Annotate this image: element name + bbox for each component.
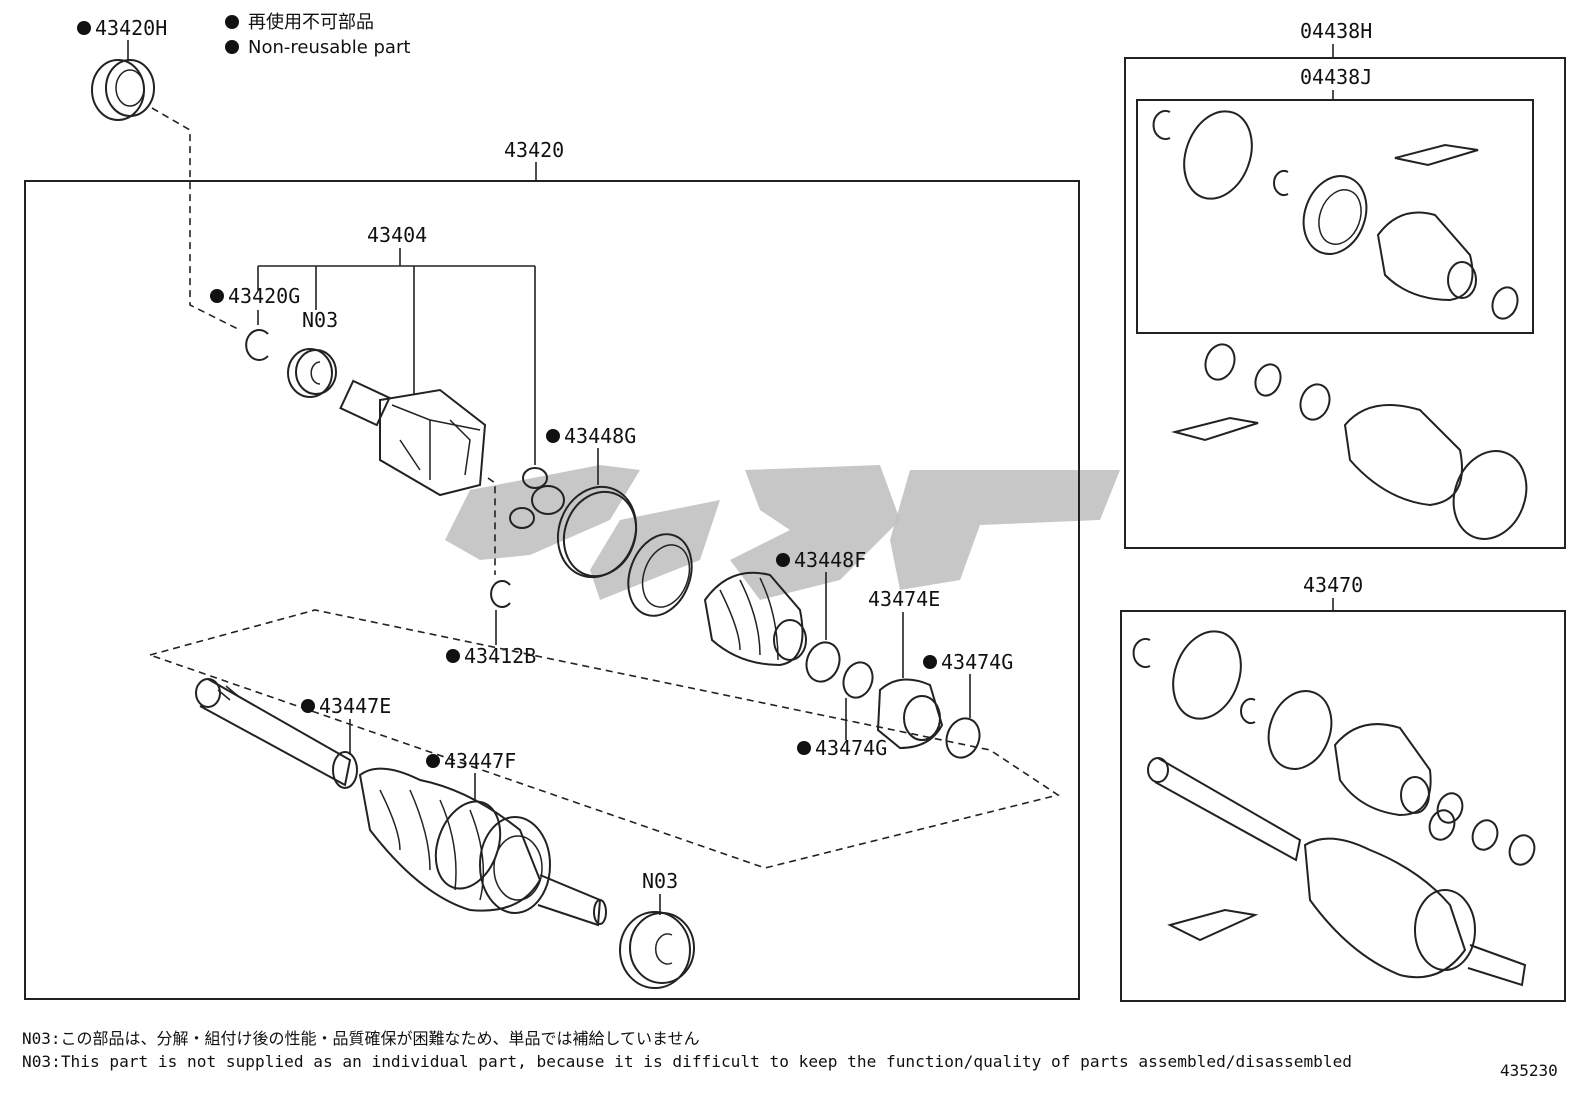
label-43420: 43420 <box>504 138 564 162</box>
assembly-43470-parts <box>1132 630 1536 987</box>
label-n03-bottom: N03 <box>642 869 678 893</box>
tripod-joint <box>509 467 565 529</box>
label-43420H: 43420H <box>95 16 167 40</box>
label-43474G-b: 43474G <box>815 736 887 760</box>
inboard-joint-housing <box>339 379 487 497</box>
shaft-subassembly-outline <box>147 609 1060 869</box>
label-n03-top: N03 <box>302 308 338 332</box>
oil-seal-43420H <box>91 59 155 121</box>
dust-cover-n03-bottom <box>619 911 695 989</box>
assembly-box-43470 <box>1120 610 1566 1002</box>
boot-clamp-43448G <box>556 485 638 579</box>
snap-ring-43420G <box>245 329 269 361</box>
label-43470: 43470 <box>1303 573 1363 597</box>
label-43448F: 43448F <box>794 548 866 572</box>
snap-ring-43412B <box>490 580 511 608</box>
assembly-box-43420 <box>24 180 1080 1000</box>
label-43474E: 43474E <box>868 587 940 611</box>
label-43404: 43404 <box>367 223 427 247</box>
dynamic-damper-43474E <box>876 678 944 750</box>
kit-04438J-parts <box>1152 110 1519 320</box>
clamp-43474G-b <box>945 717 981 759</box>
kit-box-04438H <box>1124 57 1566 549</box>
legend-dot-ja <box>225 15 239 29</box>
label-04438H: 04438H <box>1300 19 1372 43</box>
label-04438J: 04438J <box>1300 65 1372 89</box>
inboard-boot <box>627 533 807 667</box>
label-43420G: 43420G <box>228 284 300 308</box>
legend-dot-en <box>225 40 239 54</box>
legend-en: Non-reusable part <box>248 37 410 58</box>
label-43474G-a: 43474G <box>941 650 1013 674</box>
kit-box-04438J <box>1136 99 1534 334</box>
figure-id: 435230 <box>1500 1061 1558 1080</box>
label-43447E: 43447E <box>319 694 391 718</box>
label-43447F: 43447F <box>444 749 516 773</box>
dust-cover-n03-top <box>287 348 337 398</box>
label-43448G: 43448G <box>564 424 636 448</box>
kit-04438H-parts <box>1171 343 1528 540</box>
clamp-43474G-a <box>842 661 874 699</box>
label-43412B: 43412B <box>464 644 536 668</box>
drive-shaft-outboard-joint <box>195 678 607 927</box>
note-ja: N03:この部品は、分解・組付け後の性能・品質確保が困難なため、単品では補給して… <box>22 1029 700 1048</box>
clamp-43447F <box>434 800 502 890</box>
legend-ja: 再使用不可部品 <box>248 12 374 33</box>
clamp-43448F <box>805 641 841 683</box>
note-en: N03:This part is not supplied as an indi… <box>22 1052 1352 1071</box>
